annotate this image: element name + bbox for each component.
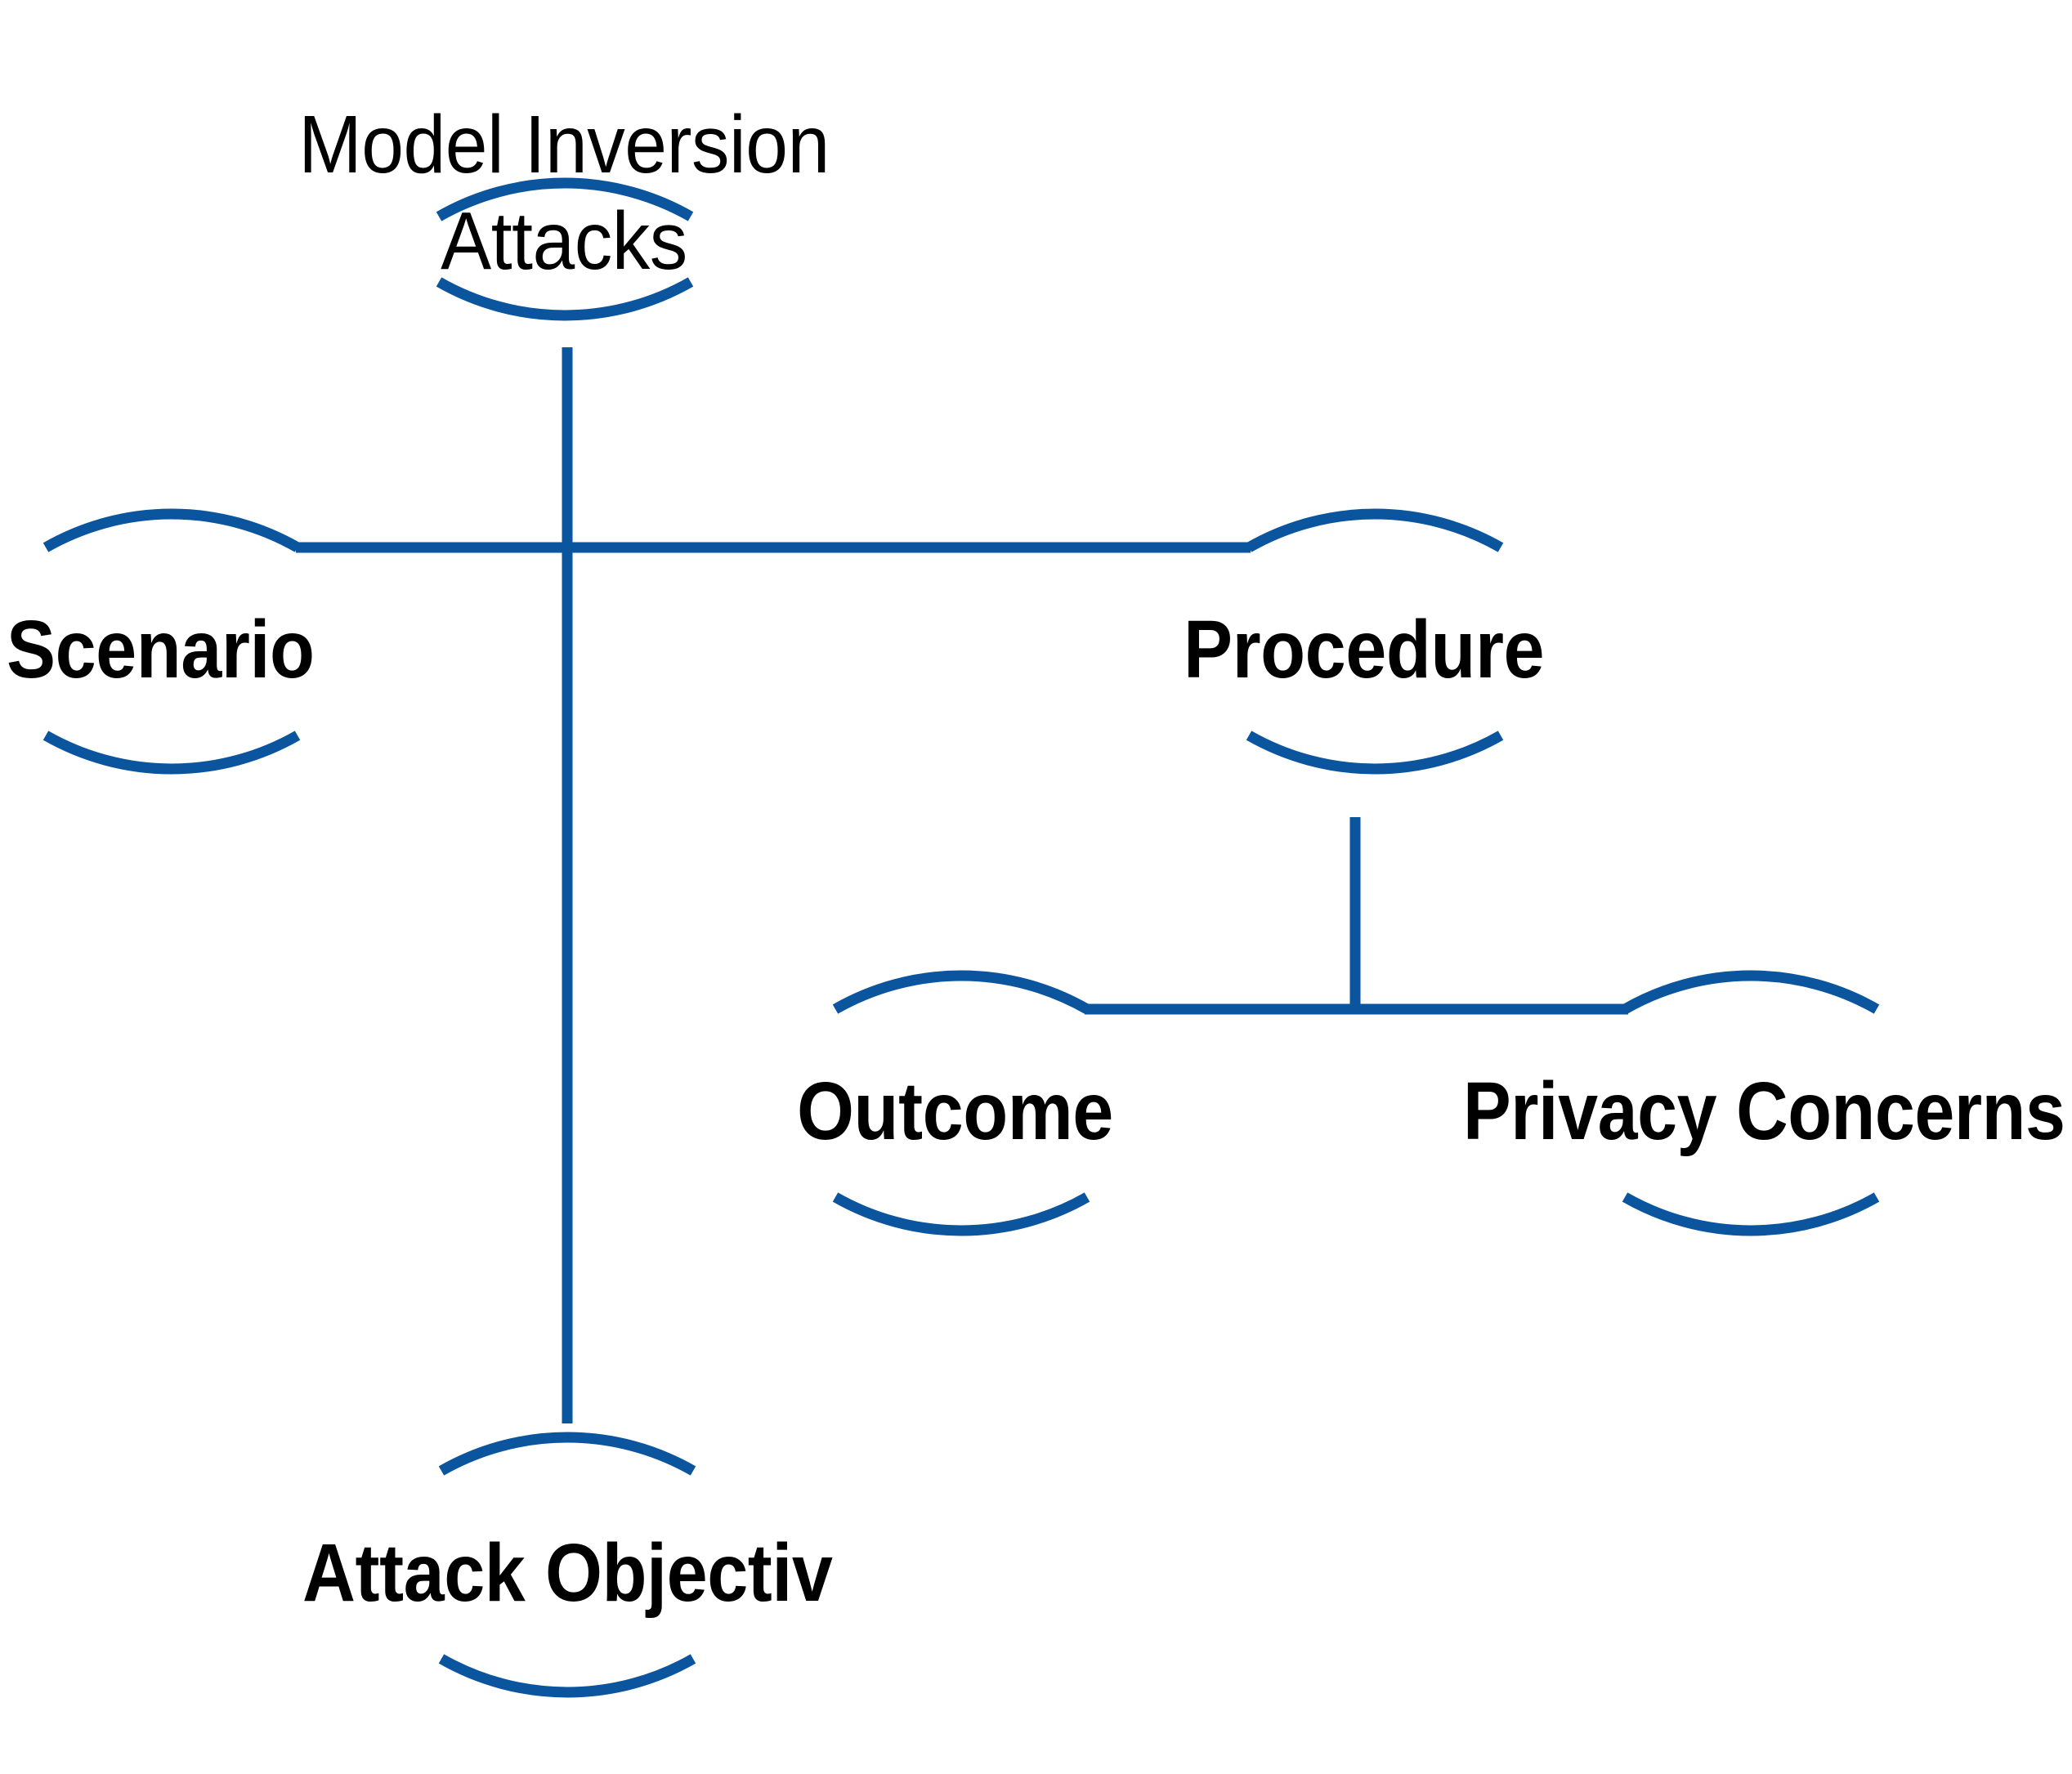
node-procedure[interactable]: Procedure: [1184, 609, 1545, 690]
node-label-outcome: Outcome: [797, 1066, 1113, 1157]
arc-bottom-model-inversion-attacks: [436, 277, 694, 321]
arc-bottom-outcome: [832, 1192, 1090, 1236]
arc-top-scenario: [43, 508, 301, 552]
node-label-attack-objectiv: Attack Objectiv: [302, 1527, 833, 1619]
arc-top-outcome: [832, 970, 1090, 1014]
node-model-inversion-attacks[interactable]: Model Inversion Attacks: [184, 96, 944, 289]
node-label-privacy-concerns: Privacy Concerns: [1463, 1066, 2065, 1157]
arc-bottom-attack-objectiv: [438, 1654, 696, 1698]
arc-top-privacy-concerns: [1622, 970, 1880, 1014]
node-outcome[interactable]: Outcome: [797, 1070, 1113, 1152]
arc-bottom-privacy-concerns: [1622, 1192, 1880, 1236]
arc-top-procedure: [1246, 508, 1504, 552]
arc-top-attack-objectiv: [438, 1432, 696, 1476]
node-label-model-inversion-attacks-line2: Attacks: [441, 195, 687, 287]
node-label-model-inversion-attacks-line1: Model Inversion: [298, 99, 830, 190]
connector-line-group: [296, 347, 1628, 1423]
node-arc-group: [43, 177, 1880, 1698]
node-attack-objectiv[interactable]: Attack Objectiv: [302, 1532, 833, 1614]
node-label-scenario: Scenario: [7, 604, 315, 695]
node-label-procedure: Procedure: [1184, 604, 1545, 695]
arc-bottom-procedure: [1246, 731, 1504, 775]
node-scenario[interactable]: Scenario: [7, 609, 315, 690]
arc-bottom-scenario: [43, 731, 301, 775]
arc-top-model-inversion-attacks: [436, 177, 694, 221]
node-privacy-concerns[interactable]: Privacy Concerns: [1463, 1070, 2065, 1152]
